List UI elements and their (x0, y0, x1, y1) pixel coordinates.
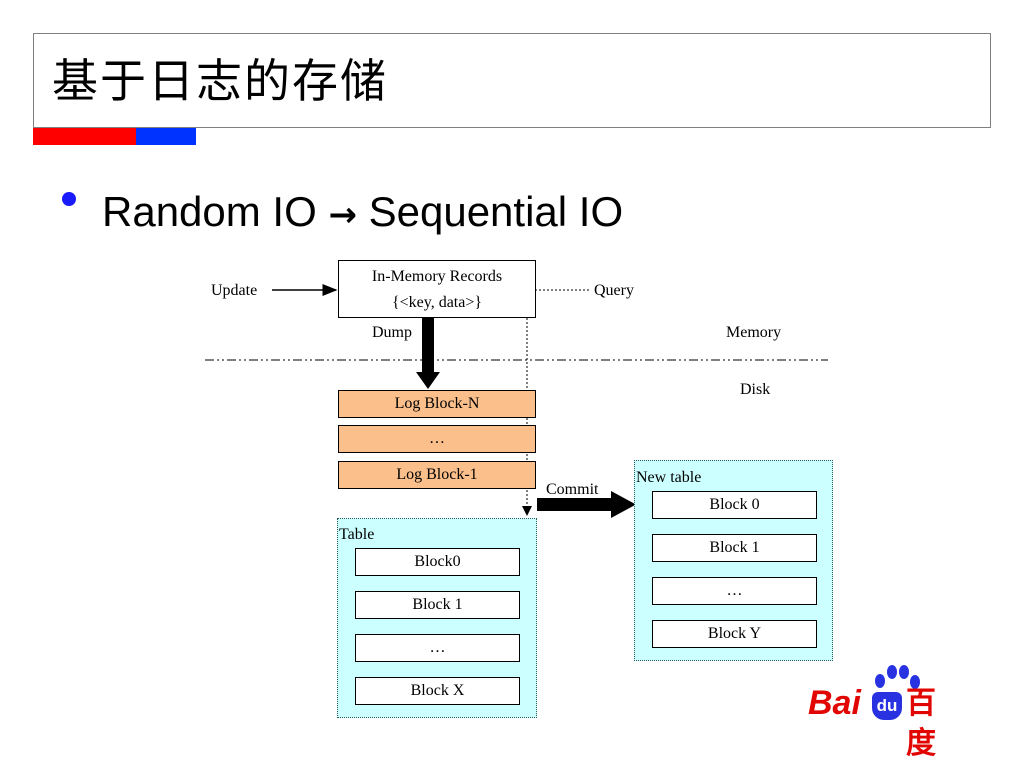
commit-arrow-shaft (537, 498, 613, 511)
new-table-title: New table (636, 469, 702, 486)
logo-cn-text: 百度 (906, 686, 936, 761)
title-accent-blue (136, 128, 196, 145)
new-table-box: New table Block 0 Block 1 … Block Y (634, 460, 833, 661)
disk-label: Disk (740, 381, 771, 398)
commit-label: Commit (546, 481, 599, 498)
query-label: Query (594, 282, 634, 299)
new-table-block: Block Y (652, 620, 817, 648)
new-table-block: Block 1 (652, 534, 817, 562)
log-block: Log Block-N (338, 390, 536, 418)
title-accent-red (33, 128, 136, 145)
table-block: Block 1 (355, 591, 520, 619)
table-title: Table (339, 526, 375, 543)
table-block: Block X (355, 677, 520, 705)
in-memory-records-format: {<key, data>} (391, 294, 483, 311)
bullet-point: Random IO → Sequential IO (102, 186, 623, 241)
table-block: … (355, 634, 520, 662)
dump-arrow-head (416, 372, 440, 389)
table-box: Table Block0 Block 1 … Block X (337, 518, 537, 718)
new-table-block: Block 0 (652, 491, 817, 519)
slide-title: 基于日志的存储 (52, 54, 388, 108)
arrow-right-icon: → (328, 195, 357, 235)
in-memory-records-box: In-Memory Records {<key, data>} (338, 260, 536, 318)
title-box (33, 33, 991, 128)
table-block: Block0 (355, 548, 520, 576)
in-memory-records-label: In-Memory Records (371, 268, 503, 285)
memory-label: Memory (726, 324, 782, 341)
bullet-icon (62, 192, 76, 206)
bullet-text-before: Random IO (102, 188, 329, 235)
query-arrowhead (522, 506, 532, 516)
dump-label: Dump (372, 324, 412, 341)
bullet-text-after: Sequential IO (356, 188, 624, 235)
logo-du-text: du (872, 692, 902, 720)
log-block: … (338, 425, 536, 453)
log-block: Log Block-1 (338, 461, 536, 489)
commit-arrow-head (611, 491, 636, 518)
update-label: Update (211, 282, 258, 299)
logo-bai-text: Bai (808, 684, 861, 722)
new-table-block: … (652, 577, 817, 605)
